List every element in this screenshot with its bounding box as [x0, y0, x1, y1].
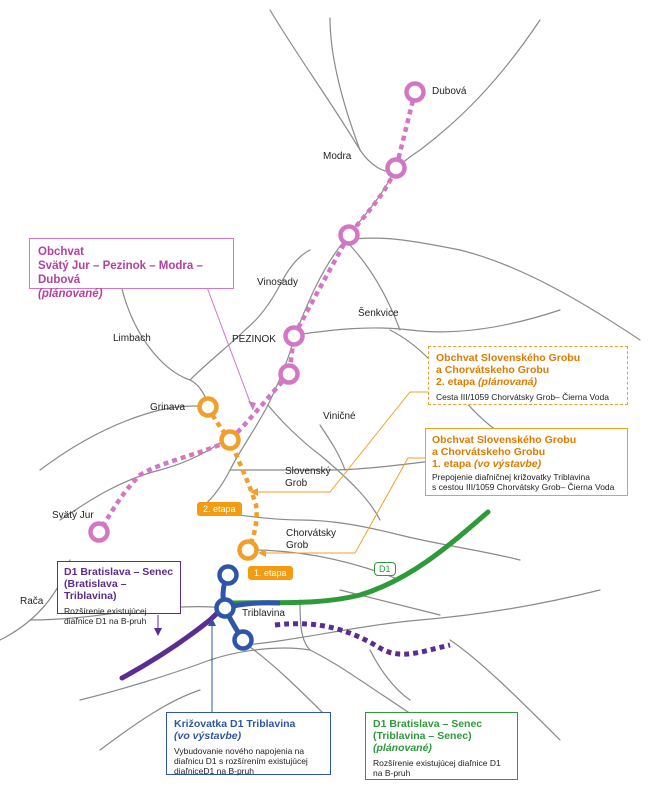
obchvat-pezinok-title-line2: Svätý Jur – Pezinok – Modra – Dubová: [38, 260, 203, 286]
pointer-lines: [154, 281, 428, 712]
legend-box-grob-etapa2: Obchvat Slovenského Grobu a Chorvátskeho…: [428, 346, 628, 405]
orange-bypass-route: [206, 405, 259, 551]
krizovatka-desc-line2: diaľnicu D1 s rozšírením existujúcej: [174, 756, 308, 766]
purple-dotted-route: [274, 621, 451, 657]
d1-green-desc-line2: na B-pruh: [373, 768, 411, 778]
grob-etapa1-title-line1: Obchvat Slovenského Grobu: [432, 434, 577, 446]
place-slovensky-grob-line2: Grob: [285, 478, 308, 489]
d1-purple-title-line2: (Bratislava – Triblavina): [64, 578, 127, 602]
grob-etapa2-desc: Cesta III/1059 Chorvátsky Grob– Čierna V…: [436, 392, 609, 402]
grob-etapa2-status: (plánovaná): [478, 376, 537, 388]
place-modra: Modra: [323, 151, 352, 162]
place-chorvatsky-grob-line2: Grob: [286, 540, 309, 551]
d1-purple-desc-line2: diaľnice D1 na B-pruh: [64, 616, 147, 626]
d1-green-status: (plánované): [373, 742, 432, 754]
place-triblavina: Triblavina: [242, 608, 285, 619]
place-slovensky-grob-line1: Slovenský: [285, 466, 331, 477]
tag-etapa-1: 1. etapa: [248, 566, 293, 580]
legend-box-d1-purple: D1 Bratislava – Senec (Bratislava – Trib…: [57, 561, 181, 626]
place-senkvice: Šenkvice: [358, 308, 399, 319]
d1-green-desc-line1: Rozšírenie existujúcej diaľnice D1: [373, 758, 501, 768]
grob-etapa2-title-line3: 2. etapa: [436, 376, 476, 388]
orange-nodes: [197, 396, 259, 561]
tag-d1: D1: [374, 562, 396, 576]
grob-etapa1-desc-line1: Prepojenie diaľničnej križovatky Triblav…: [432, 472, 590, 482]
d1-purple-desc-line1: Rozšírenie existujúcej: [64, 606, 147, 616]
place-svaty-jur: Svätý Jur: [52, 510, 94, 521]
place-vinicne: Viničné: [323, 411, 356, 422]
legend-box-obchvat-pezinok: Obchvat Svätý Jur – Pezinok – Modra – Du…: [29, 238, 234, 300]
grob-etapa1-title-line2: a Chorvátskeho Grobu: [432, 446, 546, 458]
krizovatka-desc-line3: diaľniceD1 na B-pruh: [174, 766, 254, 776]
obchvat-pezinok-status: (plánované): [38, 288, 103, 300]
place-vinosady: Vinosady: [257, 277, 298, 288]
grob-etapa2-title-line2: a Chorvátskeho Grobu: [436, 364, 550, 376]
grob-etapa1-desc-line2: s cestou III/1059 Chorvátsky Grob– Čiern…: [432, 482, 615, 492]
grob-etapa1-title-line3: 1. etapa: [432, 458, 472, 470]
legend-box-d1-green: D1 Bratislava – Senec (Triblavina – Sene…: [365, 712, 518, 780]
place-pezinok: PEZINOK: [232, 334, 276, 345]
krizovatka-desc-line1: Vybudovanie nového napojenia na: [174, 746, 305, 756]
place-grinava: Grinava: [150, 402, 186, 413]
blue-nodes: [214, 564, 254, 651]
d1-purple-title-line1: D1 Bratislava – Senec: [64, 566, 174, 578]
d1-green-title-line1: D1 Bratislava – Senec: [373, 718, 483, 730]
legend-box-krizovatka: Križovatka D1 Triblavina (vo výstavbe) V…: [166, 712, 331, 776]
place-limbach: Limbach: [113, 333, 151, 344]
pink-nodes: [88, 81, 426, 543]
pink-bypass-route: [97, 91, 418, 534]
grob-etapa1-status: (vo výstavbe): [474, 458, 542, 470]
krizovatka-status: (vo výstavbe): [174, 730, 242, 742]
place-chorvatsky-grob-line1: Chorvátsky: [286, 528, 337, 539]
obchvat-pezinok-title-line1: Obchvat: [38, 246, 85, 258]
place-dubova: Dubová: [432, 86, 467, 97]
place-raca: Rača: [20, 596, 44, 607]
tag-etapa-2: 2. etapa: [197, 502, 242, 516]
d1-green-title-line2: (Triblavina – Senec): [373, 730, 472, 742]
grob-etapa2-title-line1: Obchvat Slovenského Grobu: [436, 352, 581, 364]
krizovatka-title: Križovatka D1 Triblavina: [174, 718, 296, 730]
legend-box-grob-etapa1: Obchvat Slovenského Grobu a Chorvátskeho…: [425, 428, 628, 496]
